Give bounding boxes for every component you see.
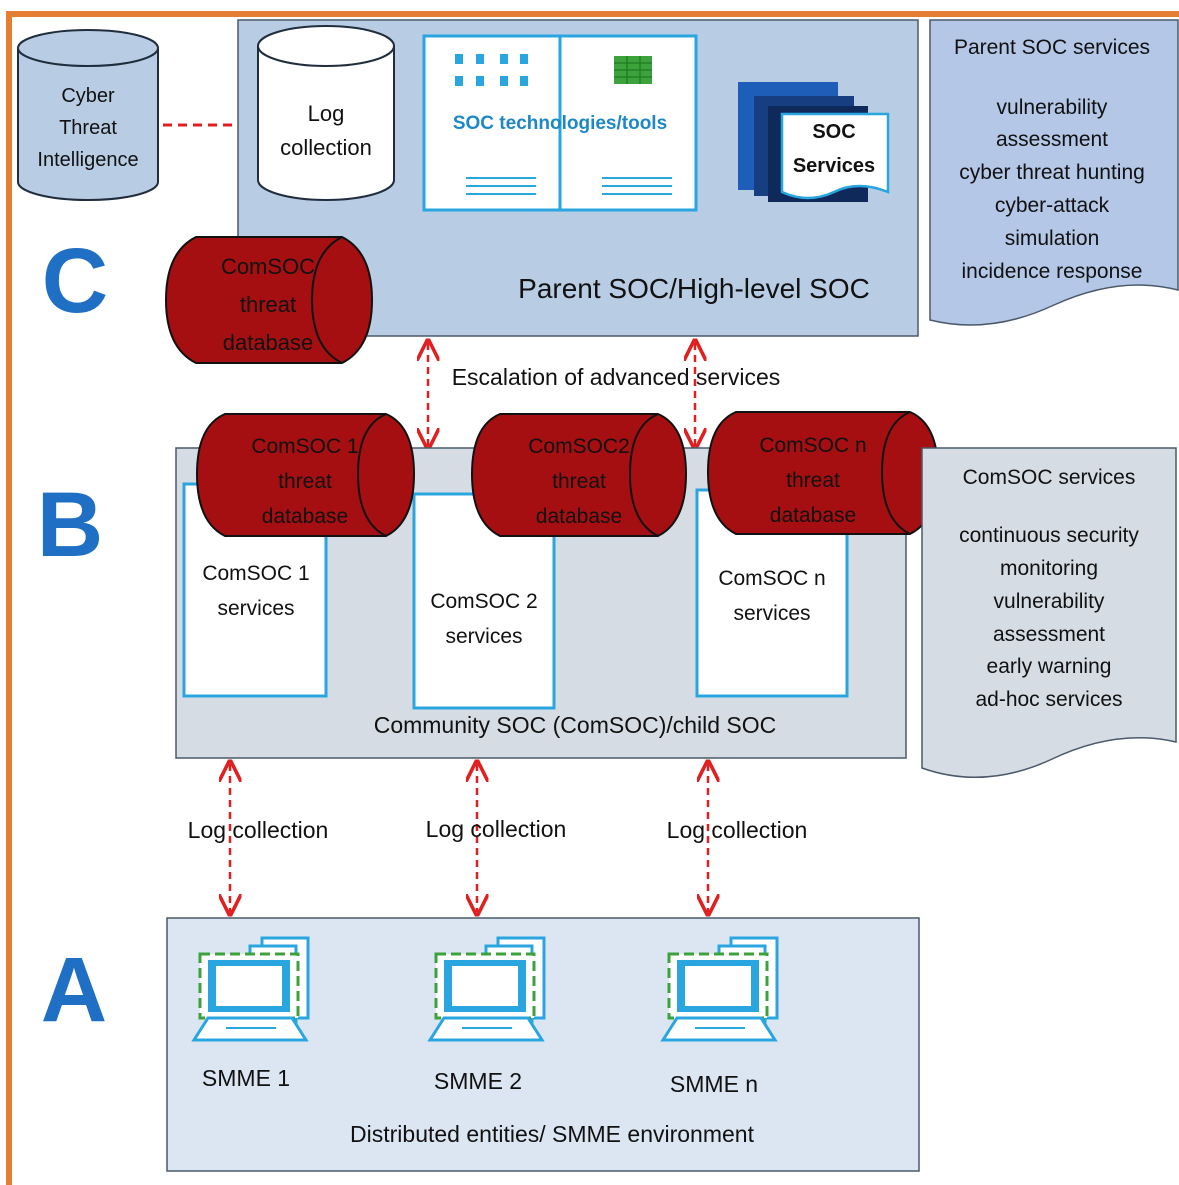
comsoc-services-item: monitoring	[1000, 557, 1098, 580]
smme-2-label: SMME 2	[434, 1068, 522, 1094]
parent-db-line-2: threat	[240, 292, 296, 317]
cti-line-2: Threat	[59, 117, 117, 139]
layer-c-letter: C	[42, 230, 108, 332]
soc-services-line-2: Services	[793, 155, 875, 177]
soc-tools-label: SOC technologies/tools	[453, 113, 667, 134]
cti-line-1: Cyber	[61, 85, 115, 107]
log-collection-label-n: Log collection	[667, 817, 808, 843]
comsoc-1-threat-database: ComSOC 1 threat database	[195, 413, 416, 537]
comsoc-1-db-line: ComSOC 1	[251, 435, 358, 458]
smme-2-computer-icon	[427, 936, 546, 1042]
comsoc-services-item: ad-hoc services	[975, 688, 1122, 711]
comsoc-1-db-line: database	[262, 505, 348, 528]
comsoc-n-services-line: services	[733, 602, 810, 625]
outer-frame	[6, 11, 1179, 1185]
log-collection-label-2: Log collection	[426, 816, 567, 842]
comsoc-2-db-line: database	[536, 505, 622, 528]
parent-services-item: assessment	[996, 128, 1108, 151]
comsoc-n-services-line: ComSOC n	[718, 567, 825, 590]
smme-1-computer-icon	[191, 936, 310, 1042]
cti-line-3: Intelligence	[37, 149, 138, 171]
parent-soc-title: Parent SOC/High-level SOC	[518, 273, 870, 304]
soc-tools-book-icon: SOC technologies/tools	[422, 34, 698, 212]
comsoc-title: Community SOC (ComSOC)/child SOC	[374, 712, 777, 738]
comsoc-1-db-line: threat	[278, 470, 332, 493]
comsoc-2-threat-database: ComSOC2 threat database	[470, 413, 688, 537]
smme-environment-label: Distributed entities/ SMME environment	[350, 1121, 755, 1147]
log-collection-line-1: Log	[308, 101, 345, 126]
parent-db-line-3: database	[223, 330, 314, 355]
comsoc-services-heading: ComSOC services	[963, 466, 1136, 489]
comsoc-services-item: continuous security	[959, 524, 1139, 547]
log-collection-arrows	[230, 764, 708, 912]
comsoc-services-box: ComSOC services continuous security moni…	[921, 447, 1177, 779]
smme-n-label: SMME n	[670, 1071, 758, 1097]
comsoc-1-services-line: ComSOC 1	[202, 562, 309, 585]
comsoc-n-db-line: ComSOC n	[759, 434, 866, 457]
parent-services-item: simulation	[1005, 227, 1100, 250]
comsoc-n-threat-database: ComSOC n threat database	[706, 411, 940, 535]
parent-services-item: incidence response	[962, 260, 1143, 283]
smme-n-computer-icon	[660, 936, 779, 1042]
layer-a-letter: A	[41, 939, 107, 1041]
parent-services-heading: Parent SOC services	[954, 36, 1150, 59]
comsoc-n-db-line: threat	[786, 469, 840, 492]
comsoc-services-item: vulnerability	[994, 590, 1105, 613]
comsoc-2-db-line: ComSOC2	[528, 435, 630, 458]
comsoc-services-item: assessment	[993, 623, 1105, 646]
escalation-label: Escalation of advanced services	[452, 364, 781, 390]
log-collection-line-2: collection	[280, 135, 372, 160]
cyber-threat-intelligence-cylinder: Cyber Threat Intelligence	[17, 29, 159, 201]
escalation-arrows	[428, 343, 695, 446]
comsoc-services-item: early warning	[987, 655, 1112, 678]
comsoc-2-db-line: threat	[552, 470, 606, 493]
layer-b-letter: B	[37, 474, 103, 576]
smme-1-label: SMME 1	[202, 1065, 290, 1091]
log-collection-label-1: Log collection	[188, 817, 329, 843]
comsoc-2-services-line: ComSOC 2	[430, 590, 537, 613]
log-collection-cylinder: Log collection	[257, 25, 395, 201]
parent-services-item: cyber threat hunting	[959, 161, 1145, 184]
parent-services-item: vulnerability	[997, 96, 1108, 119]
parent-db-line-1: ComSOC	[221, 254, 315, 279]
comsoc-2-services-line: services	[445, 625, 522, 648]
comsoc-1-services-line: services	[217, 597, 294, 620]
comsoc-threat-database: ComSOC threat database	[164, 236, 374, 364]
parent-services-item: cyber-attack	[995, 194, 1110, 217]
parent-soc-services-box: Parent SOC services vulnerability assess…	[929, 19, 1179, 326]
soc-services-docs-icon: SOC Services	[738, 82, 890, 202]
comsoc-n-db-line: database	[770, 504, 856, 527]
soc-services-line-1: SOC	[812, 121, 855, 143]
